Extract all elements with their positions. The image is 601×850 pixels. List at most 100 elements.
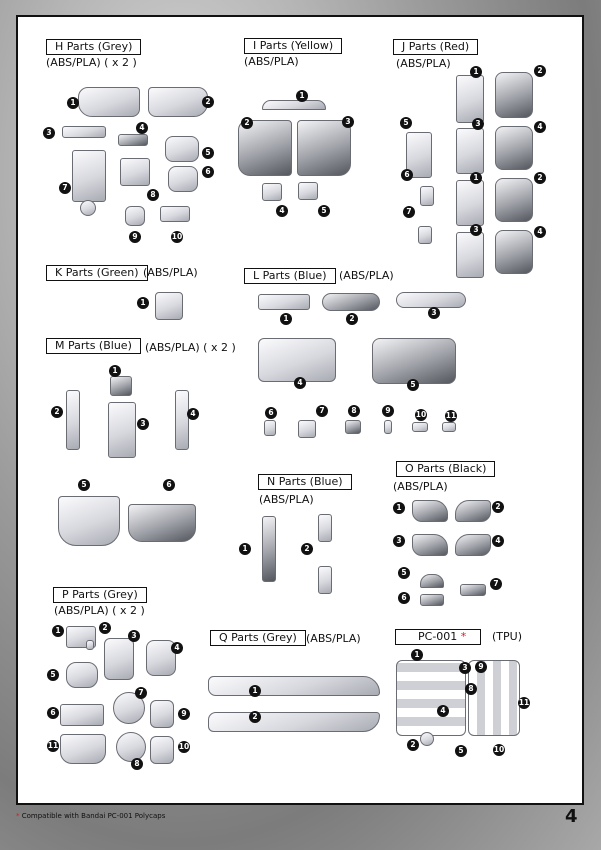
part-j2b-drawing [495, 178, 533, 222]
badge-j6: 6 [401, 169, 413, 181]
badge-m2: 2 [51, 406, 63, 418]
part-l9-drawing [384, 420, 392, 434]
badge-o4: 4 [492, 535, 504, 547]
badge-p11: 11 [47, 740, 59, 752]
part-pc-sprue-left-drawing [396, 660, 466, 736]
badge-q2: 2 [249, 711, 261, 723]
badge-h3: 3 [43, 127, 55, 139]
section-label-m: M Parts (Blue) [46, 338, 141, 354]
section-material-h: (ABS/PLA) ( x 2 ) [46, 56, 137, 69]
badge-pc3: 3 [459, 662, 471, 674]
part-pc2-drawing [420, 732, 434, 746]
badge-i4: 4 [276, 205, 288, 217]
part-o5-drawing [420, 574, 444, 588]
badge-n1: 1 [239, 543, 251, 555]
badge-p1: 1 [52, 625, 64, 637]
part-q1-drawing [208, 676, 380, 696]
part-pc-sprue-right-drawing [468, 660, 520, 736]
badge-l6: 6 [265, 407, 277, 419]
part-p5-drawing [66, 662, 98, 688]
section-label-k: K Parts (Green) [46, 265, 148, 281]
part-l1-drawing [258, 294, 310, 310]
section-label-j: J Parts (Red) [393, 39, 479, 55]
part-h3-drawing [62, 126, 106, 138]
part-o3-drawing [412, 534, 448, 556]
part-l10-drawing [412, 422, 428, 432]
badge-h2: 2 [202, 96, 214, 108]
part-l5-drawing [372, 338, 456, 384]
badge-i5: 5 [318, 205, 330, 217]
part-h9-drawing [125, 206, 145, 226]
part-h7-drawing [72, 150, 106, 202]
badge-j4b: 4 [534, 226, 546, 238]
page-number: 4 [565, 806, 578, 827]
part-h4-drawing [118, 134, 148, 146]
section-label-i: I Parts (Yellow) [244, 38, 343, 54]
part-j8-drawing [418, 226, 432, 244]
badge-i1: 1 [296, 90, 308, 102]
badge-p9: 9 [178, 708, 190, 720]
badge-p3: 3 [128, 630, 140, 642]
part-m5-drawing [58, 496, 120, 546]
part-h2-drawing [148, 87, 208, 117]
badge-p7: 7 [135, 687, 147, 699]
section-label-pc-text: PC-001 [418, 630, 458, 643]
badge-p8: 8 [131, 758, 143, 770]
section-material-q: (ABS/PLA) [306, 632, 361, 645]
footnote: * Compatible with Bandai PC-001 Polycaps [16, 812, 165, 820]
section-label-q: Q Parts (Grey) [210, 630, 306, 646]
badge-l4: 4 [294, 377, 306, 389]
badge-l1: 1 [280, 313, 292, 325]
badge-m3: 3 [137, 418, 149, 430]
badge-pc11: 11 [518, 697, 530, 709]
part-p11-drawing [60, 734, 106, 764]
part-p7-drawing [113, 692, 145, 724]
part-p10-drawing [150, 736, 174, 764]
part-j4b-drawing [495, 230, 533, 274]
part-i3-drawing [297, 120, 351, 176]
part-o2-drawing [455, 500, 491, 522]
badge-pc2: 2 [407, 739, 419, 751]
part-l3-drawing [396, 292, 466, 308]
badge-q1: 1 [249, 685, 261, 697]
part-h5-drawing [165, 136, 199, 162]
part-m1-drawing [110, 376, 132, 396]
part-p6-drawing [60, 704, 104, 726]
badge-m1: 1 [109, 365, 121, 377]
part-j3b-drawing [456, 232, 484, 278]
part-j1b-drawing [456, 180, 484, 226]
badge-p4: 4 [171, 642, 183, 654]
part-o6-drawing [420, 594, 444, 606]
part-l11-drawing [442, 422, 456, 432]
badge-pc4: 4 [437, 705, 449, 717]
part-m3-drawing [108, 402, 136, 458]
part-j5-drawing [406, 132, 432, 178]
part-h7-ball-drawing [80, 200, 96, 216]
part-m2-drawing [66, 390, 80, 450]
section-label-h: H Parts (Grey) [46, 39, 142, 55]
badge-m4: 4 [187, 408, 199, 420]
badge-p2: 2 [99, 622, 111, 634]
badge-o3: 3 [393, 535, 405, 547]
part-l7-drawing [298, 420, 316, 438]
section-material-o: (ABS/PLA) [393, 480, 448, 493]
footnote-asterisk: * [16, 812, 20, 820]
badge-j2: 2 [534, 65, 546, 77]
part-o1-drawing [412, 500, 448, 522]
part-j3-drawing [456, 128, 484, 174]
part-p3-drawing [104, 638, 134, 680]
section-material-p: (ABS/PLA) ( x 2 ) [54, 604, 145, 617]
badge-h9: 9 [129, 231, 141, 243]
badge-pc10: 10 [493, 744, 505, 756]
badge-o6: 6 [398, 592, 410, 604]
part-o4-drawing [455, 534, 491, 556]
part-j2-drawing [495, 72, 533, 118]
badge-j3: 3 [472, 118, 484, 130]
badge-i2: 2 [241, 117, 253, 129]
badge-i3: 3 [342, 116, 354, 128]
asterisk-mark: * [460, 630, 467, 643]
part-j1-drawing [456, 75, 484, 123]
badge-o5: 5 [398, 567, 410, 579]
part-l6-drawing [264, 420, 276, 436]
badge-p10: 10 [178, 741, 190, 753]
